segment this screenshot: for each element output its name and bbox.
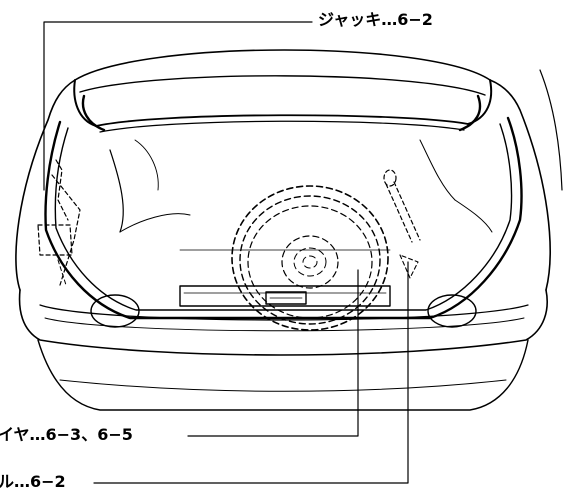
trunk-interior bbox=[109, 139, 493, 251]
callout-jack: ジャッキ…6−2 bbox=[318, 10, 433, 29]
callout-tool: ル…6−2 bbox=[0, 472, 66, 491]
jack-hidden bbox=[37, 159, 81, 286]
bumper-sill bbox=[179, 285, 391, 307]
trunk-opening bbox=[39, 116, 529, 332]
leader-spare-tire bbox=[187, 269, 359, 437]
leader-lines bbox=[43, 21, 409, 484]
tool-hidden bbox=[383, 169, 421, 279]
callout-spare-tire: イヤ…6−3、6−5 bbox=[0, 425, 133, 444]
leader-tool bbox=[93, 261, 409, 484]
tail-lights bbox=[90, 294, 477, 328]
spare-tire bbox=[231, 185, 389, 331]
leader-jack bbox=[43, 21, 313, 191]
trunk-lid bbox=[73, 49, 493, 133]
car-body bbox=[15, 69, 563, 411]
